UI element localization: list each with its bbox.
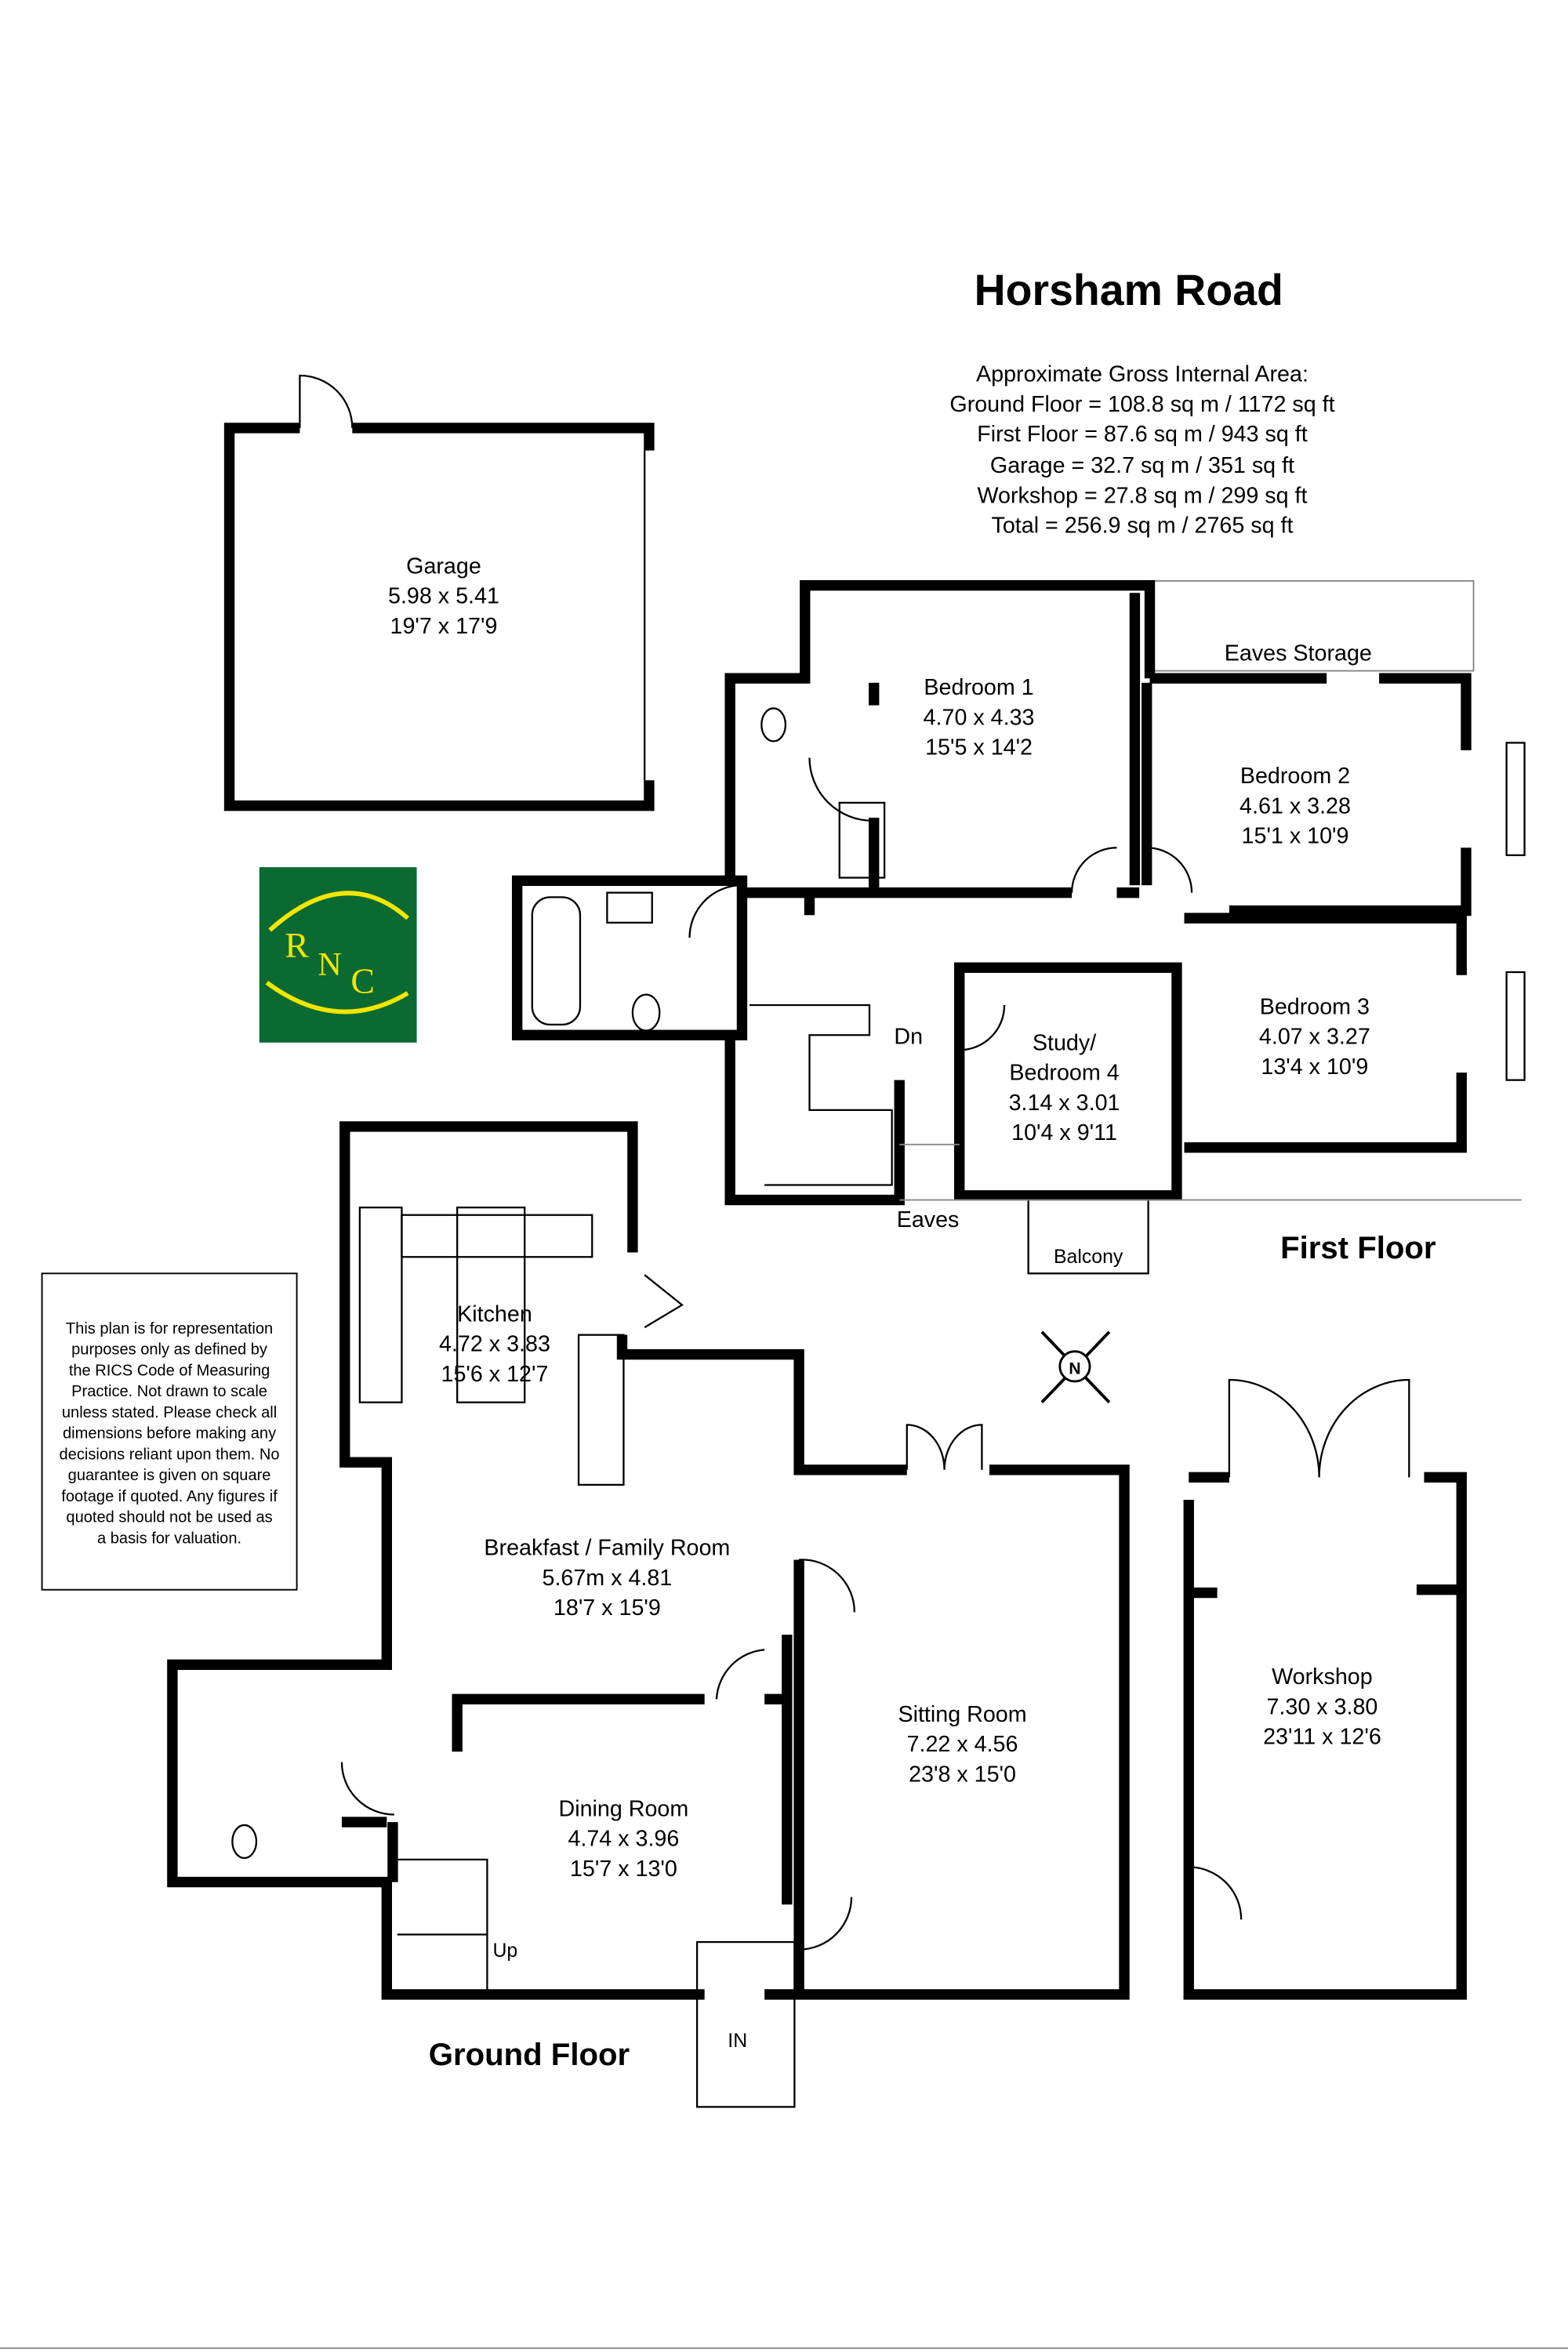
dining-imperial: 15'7 x 13'0	[570, 1857, 677, 1882]
study-metric: 3.14 x 3.01	[1009, 1091, 1120, 1116]
kitchen-name: Kitchen	[457, 1301, 532, 1327]
garage: Garage 5.98 x 5.41 19'7 x 17'9	[223, 374, 655, 811]
bedroom1-imperial: 15'5 x 14'2	[925, 735, 1033, 760]
garage-metric: 5.98 x 5.41	[388, 584, 499, 609]
disclaimer-line: quoted should not be used as	[66, 1509, 272, 1526]
study-name: Study/	[1033, 1030, 1096, 1055]
sitting-name: Sitting Room	[898, 1702, 1026, 1727]
bedroom1-name: Bedroom 1	[924, 675, 1033, 700]
workshop-imperial: 23'11 x 12'6	[1263, 1725, 1381, 1750]
svg-text:R: R	[285, 925, 309, 965]
disclaimer-line: footage if quoted. Any figures if	[61, 1488, 278, 1505]
study-imperial: 10'4 x 9'11	[1011, 1120, 1117, 1145]
disclaimer-line: Practice. Not drawn to scale	[71, 1383, 267, 1400]
svg-text:C: C	[350, 961, 375, 1001]
bedroom1-metric: 4.70 x 4.33	[924, 705, 1035, 730]
area-line: Garage = 32.7 sq m / 351 sq ft	[990, 453, 1294, 478]
stairs-up-label: Up	[492, 1940, 517, 1962]
bedroom3-name: Bedroom 3	[1260, 994, 1370, 1019]
bedroom2-metric: 4.61 x 3.28	[1240, 793, 1351, 818]
area-line: Ground Floor = 108.8 sq m / 1172 sq ft	[949, 392, 1334, 417]
disclaimer-line: purposes only as defined by	[71, 1341, 267, 1359]
workshop-metric: 7.30 x 3.80	[1266, 1694, 1377, 1719]
workshop-name: Workshop	[1272, 1664, 1373, 1690]
first-floor: Bedroom 1 4.70 x 4.33 15'5 x 14'2 Eaves …	[511, 579, 1526, 1275]
breakfast-metric: 5.67m x 4.81	[542, 1566, 672, 1591]
area-heading: Approximate Gross Internal Area:	[976, 362, 1308, 387]
sitting-metric: 7.22 x 4.56	[907, 1732, 1018, 1757]
rnc-logo: R N C	[259, 867, 417, 1043]
disclaimer-line: This plan is for representation	[66, 1320, 273, 1338]
disclaimer-line: dimensions before making any	[63, 1425, 276, 1443]
garage-name: Garage	[406, 554, 481, 579]
bedroom3-imperial: 13'4 x 10'9	[1261, 1054, 1368, 1080]
plan-title: Horsham Road	[975, 266, 1283, 314]
compass-n: N	[1069, 1359, 1080, 1377]
dining-metric: 4.74 x 3.96	[568, 1827, 679, 1852]
disclaimer-box: This plan is for representation purposes…	[41, 1272, 298, 1591]
stairs-down-label: Dn	[894, 1025, 923, 1050]
area-line: Total = 256.9 sq m / 2765 sq ft	[992, 514, 1294, 539]
disclaimer-line: the RICS Code of Measuring	[69, 1362, 270, 1379]
area-line: Workshop = 27.8 sq m / 299 sq ft	[977, 483, 1307, 508]
disclaimer-line: a basis for valuation.	[97, 1530, 241, 1547]
sitting-imperial: 23'8 x 15'0	[909, 1762, 1016, 1787]
first-floor-label: First Floor	[1280, 1230, 1436, 1265]
breakfast-imperial: 18'7 x 15'9	[554, 1595, 661, 1621]
disclaimer-line: unless stated. Please check all	[62, 1404, 277, 1421]
eaves-label: Eaves	[897, 1207, 960, 1232]
compass-icon: N	[1040, 1330, 1111, 1404]
disclaimer-line: decisions reliant upon them. No	[60, 1446, 280, 1463]
study-name-2: Bedroom 4	[1009, 1061, 1119, 1086]
kitchen-imperial: 15'6 x 12'7	[441, 1362, 549, 1387]
breakfast-name: Breakfast / Family Room	[484, 1536, 730, 1561]
svg-text:N: N	[318, 947, 341, 983]
garage-imperial: 19'7 x 17'9	[390, 614, 498, 639]
area-summary: Approximate Gross Internal Area: Ground …	[949, 362, 1334, 539]
ground-floor-label: Ground Floor	[429, 2037, 630, 2072]
balcony-label: Balcony	[1054, 1247, 1123, 1268]
bedroom2-name: Bedroom 2	[1240, 764, 1350, 789]
kitchen-metric: 4.72 x 3.83	[439, 1332, 550, 1357]
eaves-storage-label: Eaves Storage	[1225, 641, 1372, 666]
ground-floor: Kitchen 4.72 x 3.83 15'6 x 12'7 Breakfas…	[167, 1121, 1467, 2108]
disclaimer-line: guarantee is given on square	[68, 1467, 271, 1484]
area-line: First Floor = 87.6 sq m / 943 sq ft	[977, 422, 1308, 447]
dining-name: Dining Room	[559, 1796, 689, 1821]
bedroom3-metric: 4.07 x 3.27	[1259, 1025, 1370, 1050]
bedroom2-imperial: 15'1 x 10'9	[1242, 824, 1349, 849]
entrance-label: IN	[728, 2031, 747, 2052]
